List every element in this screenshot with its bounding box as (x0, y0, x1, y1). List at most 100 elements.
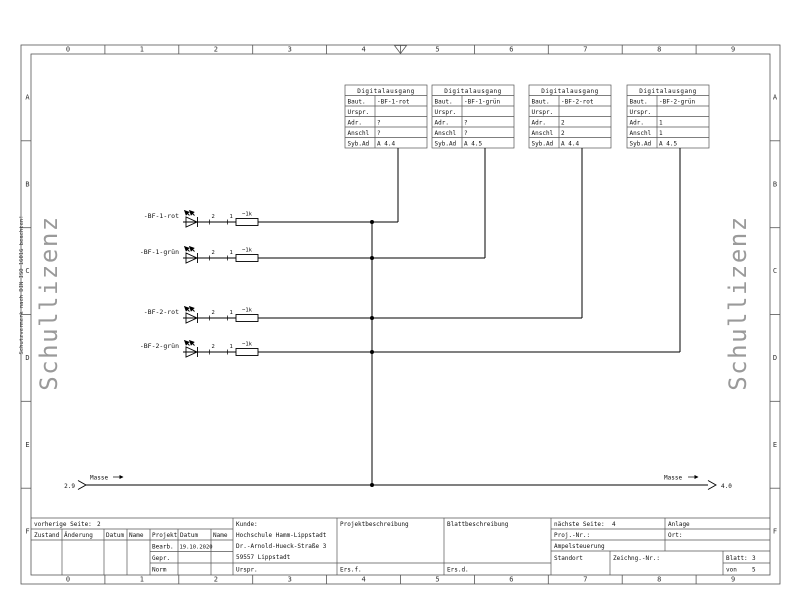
pin-number: 2 (212, 310, 215, 316)
led-branch-1: -BF-1-rot 2 1 ~1k (144, 210, 398, 228)
output-block-title: Digitalausgang (444, 88, 502, 95)
digital-output-block-4: Digitalausgang Baut.-BF-2-grün Urspr. Ad… (626, 84, 710, 149)
digital-output-block-1: Digitalausgang Baut.-BF-1-rot Urspr. Adr… (344, 84, 428, 149)
resistor-icon (235, 218, 259, 226)
row-value: 1 (659, 120, 663, 127)
ruler-label: 2 (214, 46, 218, 54)
ruler-label: F (25, 528, 29, 536)
pin-number: 1 (230, 344, 233, 350)
output-block-title: Digitalausgang (541, 88, 599, 95)
watermark-right: Schullizenz (724, 215, 752, 390)
row-label: Urspr. (435, 109, 457, 116)
output-block-title: Digitalausgang (639, 88, 697, 95)
resistor-icon (235, 348, 259, 356)
col-name: Name (129, 532, 144, 539)
row-label: Baut. (630, 99, 648, 106)
signal-arrow-icon (707, 480, 717, 490)
row-label: Syb.Ad (532, 141, 554, 148)
resistor-value: ~1k (242, 342, 253, 348)
row-value: ? (464, 130, 468, 137)
row-value: ? (464, 120, 468, 127)
common-bus (370, 220, 374, 487)
led-branch-4: -BF-2-grün 2 1 ~1k (140, 340, 680, 358)
row-label: Anschl (630, 130, 652, 137)
ruler-label: 9 (731, 46, 735, 54)
ort-label: Ort: (668, 532, 682, 539)
ruler-label: 1 (140, 46, 144, 54)
ruler-label: 4 (361, 576, 365, 584)
row-label: Syb.Ad (435, 141, 457, 148)
row-label: Baut. (532, 99, 550, 106)
led-icon (184, 210, 199, 228)
ruler-label: C (25, 267, 29, 275)
ruler-label: A (25, 93, 30, 101)
row-value: 2 (561, 120, 565, 127)
row-label: Urspr. (532, 109, 554, 116)
ruler-label: 5 (435, 576, 439, 584)
row-label: Syb.Ad (348, 141, 370, 148)
ruler-label: F (773, 528, 777, 536)
row-label: Adr. (435, 120, 449, 127)
digital-output-block-3: Digitalausgang Baut. -BF-2-rot Urspr. Adr… (528, 84, 612, 149)
masse-label-right: Masse (664, 475, 682, 482)
col-zustand: Zustand (34, 532, 60, 539)
ruler-label: 6 (509, 46, 513, 54)
resistor-value: ~1k (242, 248, 253, 254)
row-ruler-left: A B C D E F (25, 93, 30, 535)
blatt-label: Blatt: (726, 555, 748, 562)
kunde-label: Kunde: (236, 521, 258, 528)
ruler-label: 7 (583, 576, 587, 584)
led-branch-3: -BF-2-rot 2 1 ~1k (144, 306, 582, 324)
column-ruler-top: 0 1 2 3 4 5 6 7 8 9 (66, 46, 735, 54)
row-value: A 4.5 (464, 141, 482, 148)
row-label: Anschl (532, 130, 554, 137)
pin-number: 2 (212, 250, 215, 256)
title-block: vorherige Seite: 2 Zustand Änderung Datu… (31, 517, 770, 575)
ruler-label: 6 (509, 576, 513, 584)
ersd-label: Ers.d. (447, 567, 469, 574)
ruler-label: 3 (288, 576, 292, 584)
protection-note: Schutzvermerk nach DIN ISO 16016 beachte… (19, 215, 25, 354)
device-tag: -BF-1-grün (140, 248, 179, 256)
zeichng-nr-label: Zeichng.-Nr.: (613, 555, 660, 562)
ruler-ticks (21, 45, 780, 584)
kunde-line1: Hochschule Hamm-Lippstadt (236, 532, 327, 539)
ruler-label: 0 (66, 46, 70, 54)
ersf-label: Ers.f. (340, 567, 362, 574)
masse-label-left: Masse (90, 475, 108, 482)
row-label: Adr. (348, 120, 362, 127)
bearb-label: Bearb. (152, 544, 174, 551)
ruler-label: 4 (361, 46, 365, 54)
row-value: -BF-2-rot (561, 99, 594, 106)
pin-number: 1 (230, 310, 233, 316)
von-value: 5 (752, 567, 756, 574)
resistor-value: ~1k (242, 212, 253, 218)
device-tag: -BF-1-rot (144, 212, 179, 220)
ruler-label: 8 (657, 576, 661, 584)
row-value: -BF-1-grün (464, 99, 501, 106)
ruler-label: 0 (66, 576, 70, 584)
row-label: Adr. (532, 120, 546, 127)
row-value: -BF-1-rot (377, 99, 410, 106)
norm-label: Norm (152, 567, 167, 574)
output-block-title: Digitalausgang (357, 88, 415, 95)
next-page-value: 4 (612, 521, 616, 528)
urspr-label: Urspr. (236, 567, 258, 574)
pin-number: 2 (212, 214, 215, 220)
projekt-label: Projekt (152, 532, 178, 539)
led-icon (184, 340, 199, 358)
row-value: ? (377, 120, 381, 127)
ruler-label: 5 (435, 46, 439, 54)
junction-dot (370, 350, 374, 354)
projektbeschreibung-label: Projektbeschreibung (340, 521, 409, 528)
output-wires (397, 148, 681, 352)
row-value: -BF-2-grün (659, 99, 696, 106)
row-value: 1 (659, 130, 663, 137)
device-tag: -BF-2-grün (140, 342, 179, 350)
projekt-value: Ampelsteuerung (554, 543, 605, 550)
ruler-label: B (25, 180, 29, 188)
row-value: ? (377, 130, 381, 137)
resistor-icon (235, 314, 259, 322)
signal-arrow-icon (77, 480, 87, 490)
